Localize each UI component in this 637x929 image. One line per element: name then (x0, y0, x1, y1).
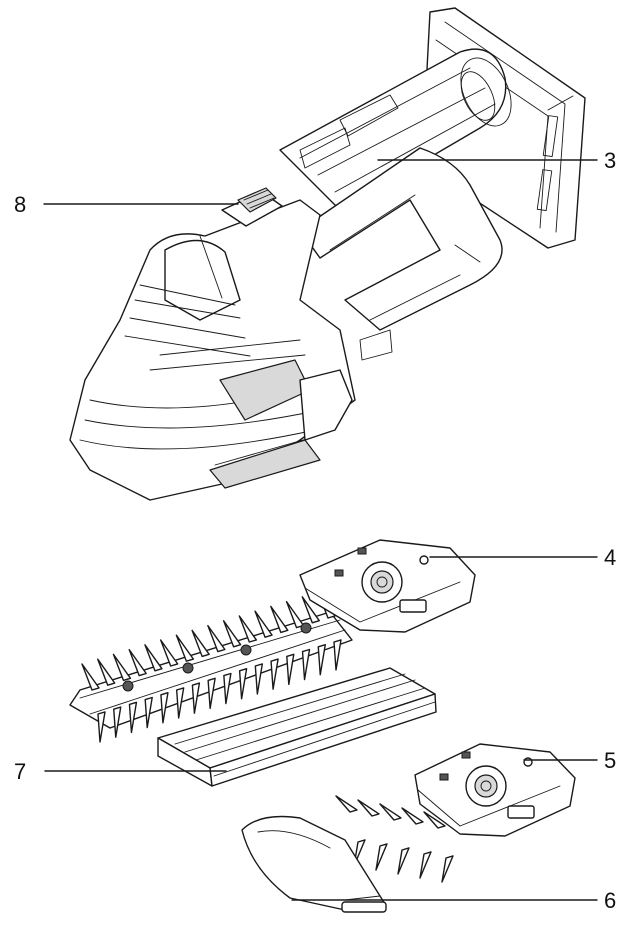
hedge-tooth-upper (238, 615, 258, 643)
hedge-tooth-upper (128, 648, 147, 677)
hedge-tooth-lower (301, 648, 311, 681)
shrub-tooth-lower (375, 843, 388, 871)
shrub-tooth-upper (423, 811, 446, 829)
hedge-tooth-lower (270, 658, 279, 690)
callout-number-3: 3 (604, 148, 616, 173)
hedge-tooth-lower (144, 696, 153, 729)
hedge-tooth-upper (175, 634, 195, 662)
hedge-tooth-upper (112, 653, 132, 682)
hedge-blade-assembly (69, 539, 476, 743)
hedge-tooth-upper (254, 610, 273, 638)
handle (279, 48, 512, 211)
callout-number-5: 5 (604, 748, 616, 773)
callout-7: 7 (14, 759, 227, 784)
hedge-tooth-lower (207, 677, 216, 710)
shrub-tooth-lower (441, 855, 454, 883)
hedge-tooth-upper (285, 600, 305, 629)
hedge-tooth-lower (223, 672, 232, 705)
hedge-tooth-upper (144, 644, 163, 672)
hedge-tooth-lower (113, 706, 122, 738)
tool-body (69, 7, 586, 501)
blade-gear-head-4 (299, 539, 476, 633)
hedge-tooth-lower (191, 682, 201, 714)
hedge-tooth-lower (97, 711, 106, 743)
hedge-tooth-lower (160, 692, 169, 724)
hedge-tooth-lower (238, 668, 248, 700)
callout-number-6: 6 (604, 888, 616, 913)
shrub-tooth-upper (357, 799, 380, 817)
callout-4: 4 (429, 545, 616, 570)
shrub-tooth-upper (401, 807, 424, 825)
motor-housing (69, 199, 393, 501)
hedge-tooth-upper (159, 639, 179, 667)
hedge-tooth-lower (254, 663, 264, 695)
hedge-tooth-upper (191, 629, 210, 658)
shrub-gear-head-5 (414, 743, 576, 837)
blade-rivets (122, 622, 312, 692)
shrub-tooth-lower (419, 851, 432, 879)
callout-8: 8 (14, 192, 239, 217)
hedge-tooth-lower (128, 701, 138, 734)
shrub-blade-assembly (335, 743, 576, 883)
hedge-tooth-upper (222, 620, 242, 648)
shrub-tooth-lower (397, 847, 410, 875)
grip-frame (299, 147, 503, 331)
hedge-tooth-lower (286, 653, 295, 686)
shrub-tooth-upper (379, 803, 402, 821)
shrub-guard-6 (241, 815, 387, 913)
hedge-tooth-upper (97, 658, 116, 686)
hedge-tooth-lower (333, 639, 342, 671)
callout-5: 5 (523, 748, 616, 773)
hedge-tooth-upper (270, 605, 289, 634)
blade-guard-7 (157, 667, 437, 787)
hedge-tooth-upper (301, 596, 320, 624)
callout-number-7: 7 (14, 759, 26, 784)
callout-6: 6 (291, 888, 616, 913)
hedge-tooth-upper (81, 663, 100, 691)
hedge-tooth-lower (317, 644, 326, 676)
hedge-tooth-upper (207, 624, 226, 653)
callout-number-8: 8 (14, 192, 26, 217)
switch-slider (221, 187, 283, 227)
shrub-tooth-upper (335, 795, 358, 813)
callout-3: 3 (377, 148, 616, 173)
callout-number-4: 4 (604, 545, 616, 570)
hedge-tooth-lower (175, 687, 185, 719)
hedge-teeth-lower (97, 639, 342, 743)
